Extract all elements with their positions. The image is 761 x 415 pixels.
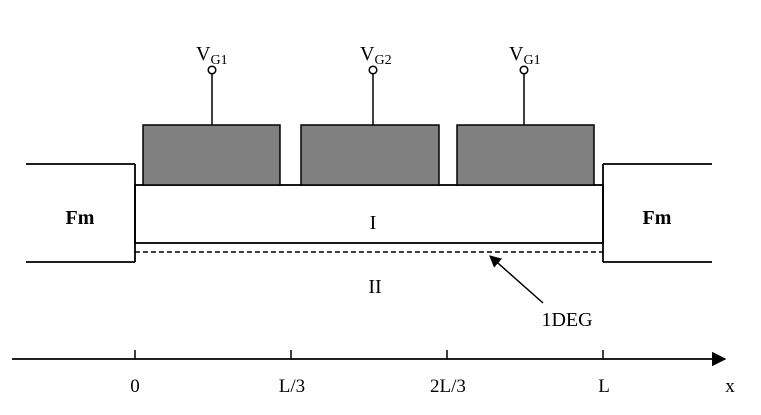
left-electrode-label: Fm <box>66 207 95 229</box>
gate-2-label: VG2 <box>360 43 392 68</box>
tick-label-2l3: 2L/3 <box>430 376 466 397</box>
region-i-label: I <box>370 212 377 234</box>
right-electrode: Fm <box>602 163 712 263</box>
gate-2: VG2 <box>300 43 440 186</box>
right-electrode-label: Fm <box>643 207 672 229</box>
gate-3-label: VG1 <box>509 43 541 68</box>
gate-1: VG1 <box>142 43 281 186</box>
1deg-annotation: 1DEG <box>489 255 593 331</box>
left-electrode: Fm <box>26 163 136 263</box>
gate-1-terminal <box>207 65 217 75</box>
axis-variable-label: x <box>725 376 735 397</box>
region-ii-label: II <box>368 276 381 298</box>
tick-label-l3: L/3 <box>279 376 305 397</box>
1deg-label: 1DEG <box>541 309 592 331</box>
tick-label-0: 0 <box>130 376 140 397</box>
gate-3-terminal <box>519 65 529 75</box>
gate-1-label: VG1 <box>196 43 228 68</box>
tick-label-l: L <box>598 376 610 397</box>
region-i: I <box>134 184 604 244</box>
x-axis: 0 L/3 2L/3 L x <box>12 350 735 397</box>
gate-2-terminal <box>368 65 378 75</box>
gate-3: VG1 <box>456 43 595 186</box>
